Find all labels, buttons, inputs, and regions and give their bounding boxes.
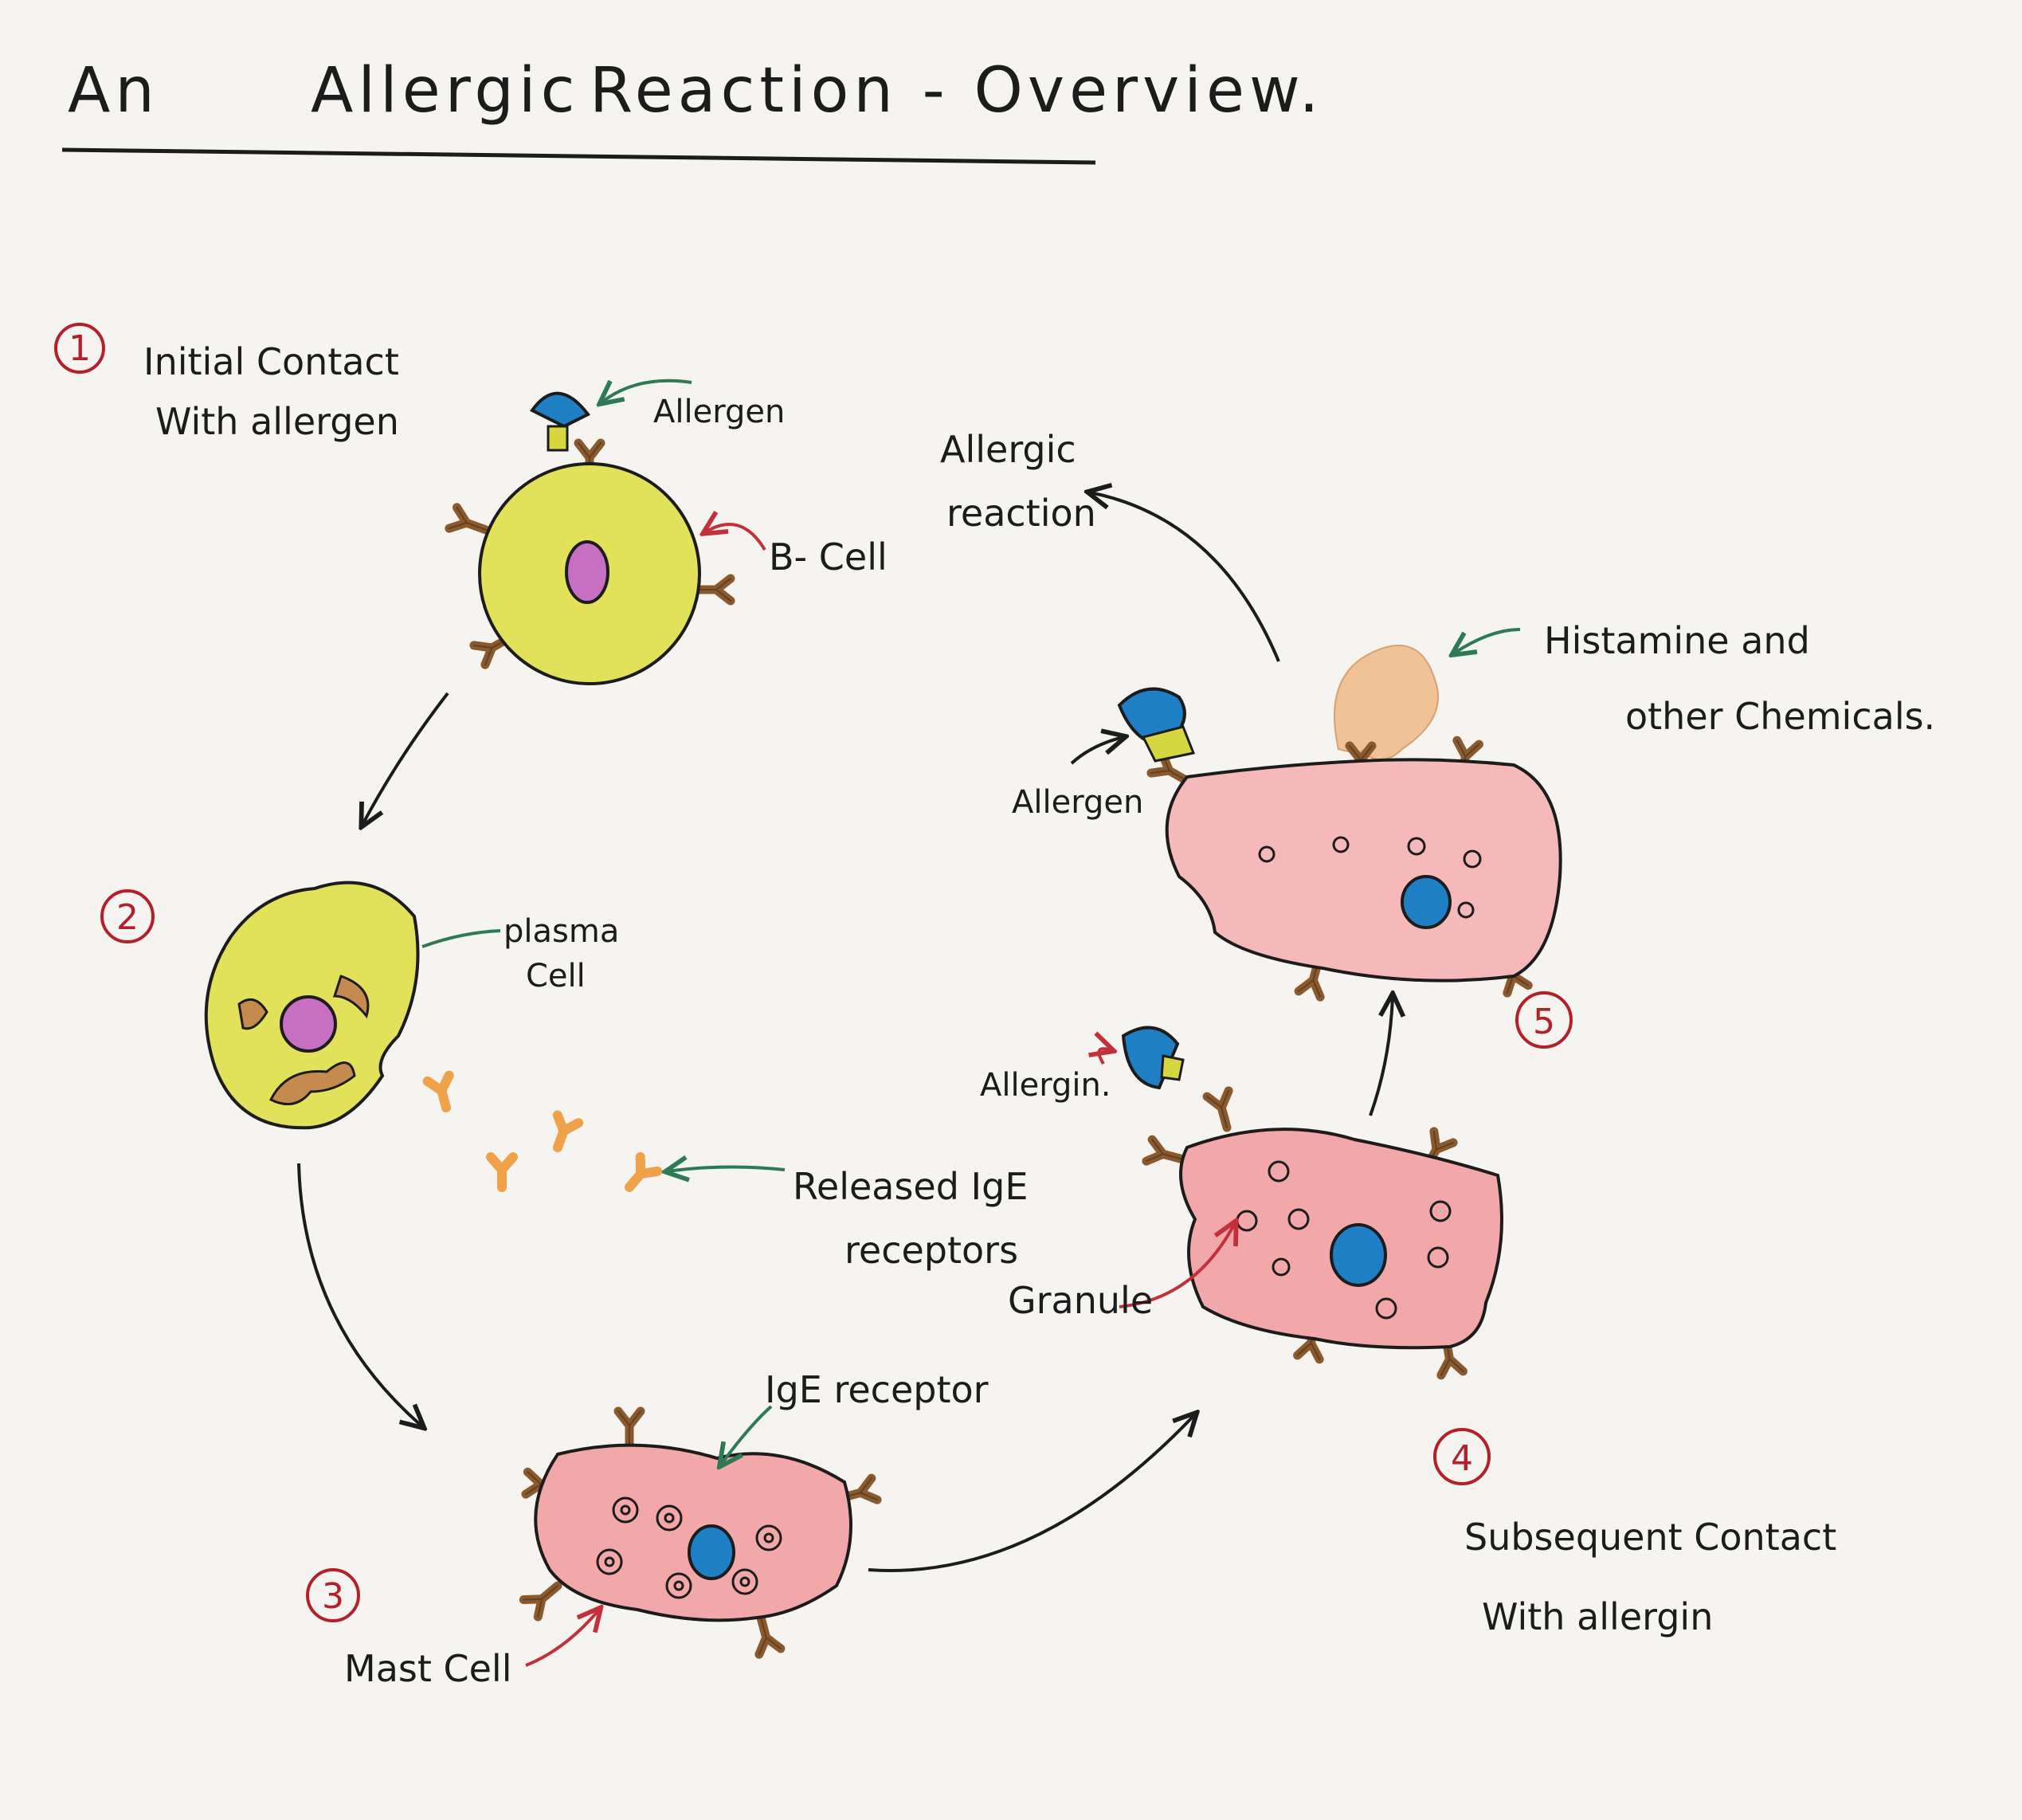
- mast-cell-granules: [596, 1496, 782, 1599]
- label-released-line1: Released IgE: [793, 1165, 1028, 1208]
- step-2-marker: 2: [100, 889, 155, 943]
- allergen-step-4: [1121, 1026, 1185, 1090]
- label-b-cell: B- Cell: [769, 535, 888, 579]
- step-2-number: 2: [116, 897, 139, 938]
- pointer-allergen-4: [1099, 1049, 1111, 1065]
- pointer-plasma-cell: [421, 929, 501, 948]
- label-released-line2: receptors: [844, 1229, 1018, 1272]
- pointer-allergen-1: [602, 379, 692, 402]
- step-5-nucleus: [1401, 875, 1452, 929]
- label-plasma-line2: Cell: [526, 958, 586, 994]
- step-4-granules: [1236, 1160, 1452, 1320]
- b-cell-nucleus: [565, 540, 609, 604]
- pointer-mast-cell: [525, 1610, 599, 1667]
- mast-cell: [523, 1411, 877, 1654]
- label-histamine-line2: other Chemicals.: [1625, 695, 1935, 738]
- flow-arrow-4-to-5: [1369, 996, 1393, 1116]
- step-4-nucleus: [1330, 1223, 1387, 1287]
- flow-arrow-to-allergic-reaction: [1090, 492, 1280, 662]
- b-cell: [449, 443, 731, 685]
- label-mast-cell: Mast Cell: [344, 1647, 511, 1690]
- title-word-allergic: Allergic: [311, 55, 579, 127]
- mast-cell-nucleus: [688, 1524, 735, 1580]
- plasma-cell: [204, 881, 420, 1130]
- pointer-released-ige: [668, 1167, 786, 1171]
- pointer-histamine: [1454, 628, 1521, 653]
- mast-cell-step-5: [1151, 740, 1562, 997]
- pointer-ige-receptor: [721, 1405, 773, 1465]
- pointer-granule: [1119, 1223, 1235, 1308]
- step-3-marker: 3: [306, 1568, 360, 1622]
- pointer-allergen-5: [1070, 737, 1123, 765]
- title-underline: [61, 147, 1096, 165]
- flow-arrow-1-to-2: [362, 692, 449, 825]
- step-1-caption-line1: Initial Contact: [143, 340, 399, 383]
- label-ige-receptor: IgE receptor: [765, 1368, 989, 1411]
- step-4-caption-line2: With allergin: [1482, 1595, 1713, 1638]
- allergen-on-b-cell: [530, 391, 591, 452]
- step-1-number: 1: [69, 328, 91, 369]
- step-5-number: 5: [1533, 1002, 1555, 1042]
- step-4-number: 4: [1451, 1438, 1473, 1479]
- step-5-granules: [1258, 836, 1482, 919]
- label-allergic-line1: Allergic: [940, 428, 1076, 471]
- step-5-marker: 5: [1515, 991, 1573, 1049]
- title: An Allergic Reaction - Overview.: [61, 55, 1323, 165]
- label-allergen-5: Allergen: [1012, 784, 1143, 821]
- step-1-caption-line2: With allergen: [155, 400, 399, 443]
- label-plasma-line1: plasma: [504, 913, 619, 950]
- flow-arrow-2-to-3: [297, 1163, 422, 1426]
- label-allergen-4: Allergin.: [980, 1067, 1111, 1104]
- label-histamine-line1: Histamine and: [1544, 619, 1810, 662]
- label-allergen-1: Allergen: [653, 394, 785, 430]
- label-granule: Granule: [1008, 1279, 1153, 1322]
- flow-arrow-3-to-4: [868, 1414, 1195, 1572]
- mast-cell-step-4: [1146, 1091, 1503, 1375]
- step-3-number: 3: [322, 1576, 344, 1617]
- label-allergic-line2: reaction: [946, 492, 1096, 535]
- step-1-marker: 1: [54, 323, 105, 374]
- allergen-step-5: [1117, 687, 1196, 763]
- plasma-cell-nucleus: [280, 995, 337, 1053]
- step-4-marker: 4: [1433, 1428, 1491, 1485]
- title-word-an: An: [68, 55, 159, 127]
- step-4-caption-line1: Subsequent Contact: [1464, 1516, 1836, 1559]
- title-word-reaction-overview: Reaction - Overview.: [590, 55, 1323, 127]
- released-ige-receptors: [428, 1076, 658, 1194]
- pointer-b-cell: [705, 524, 766, 551]
